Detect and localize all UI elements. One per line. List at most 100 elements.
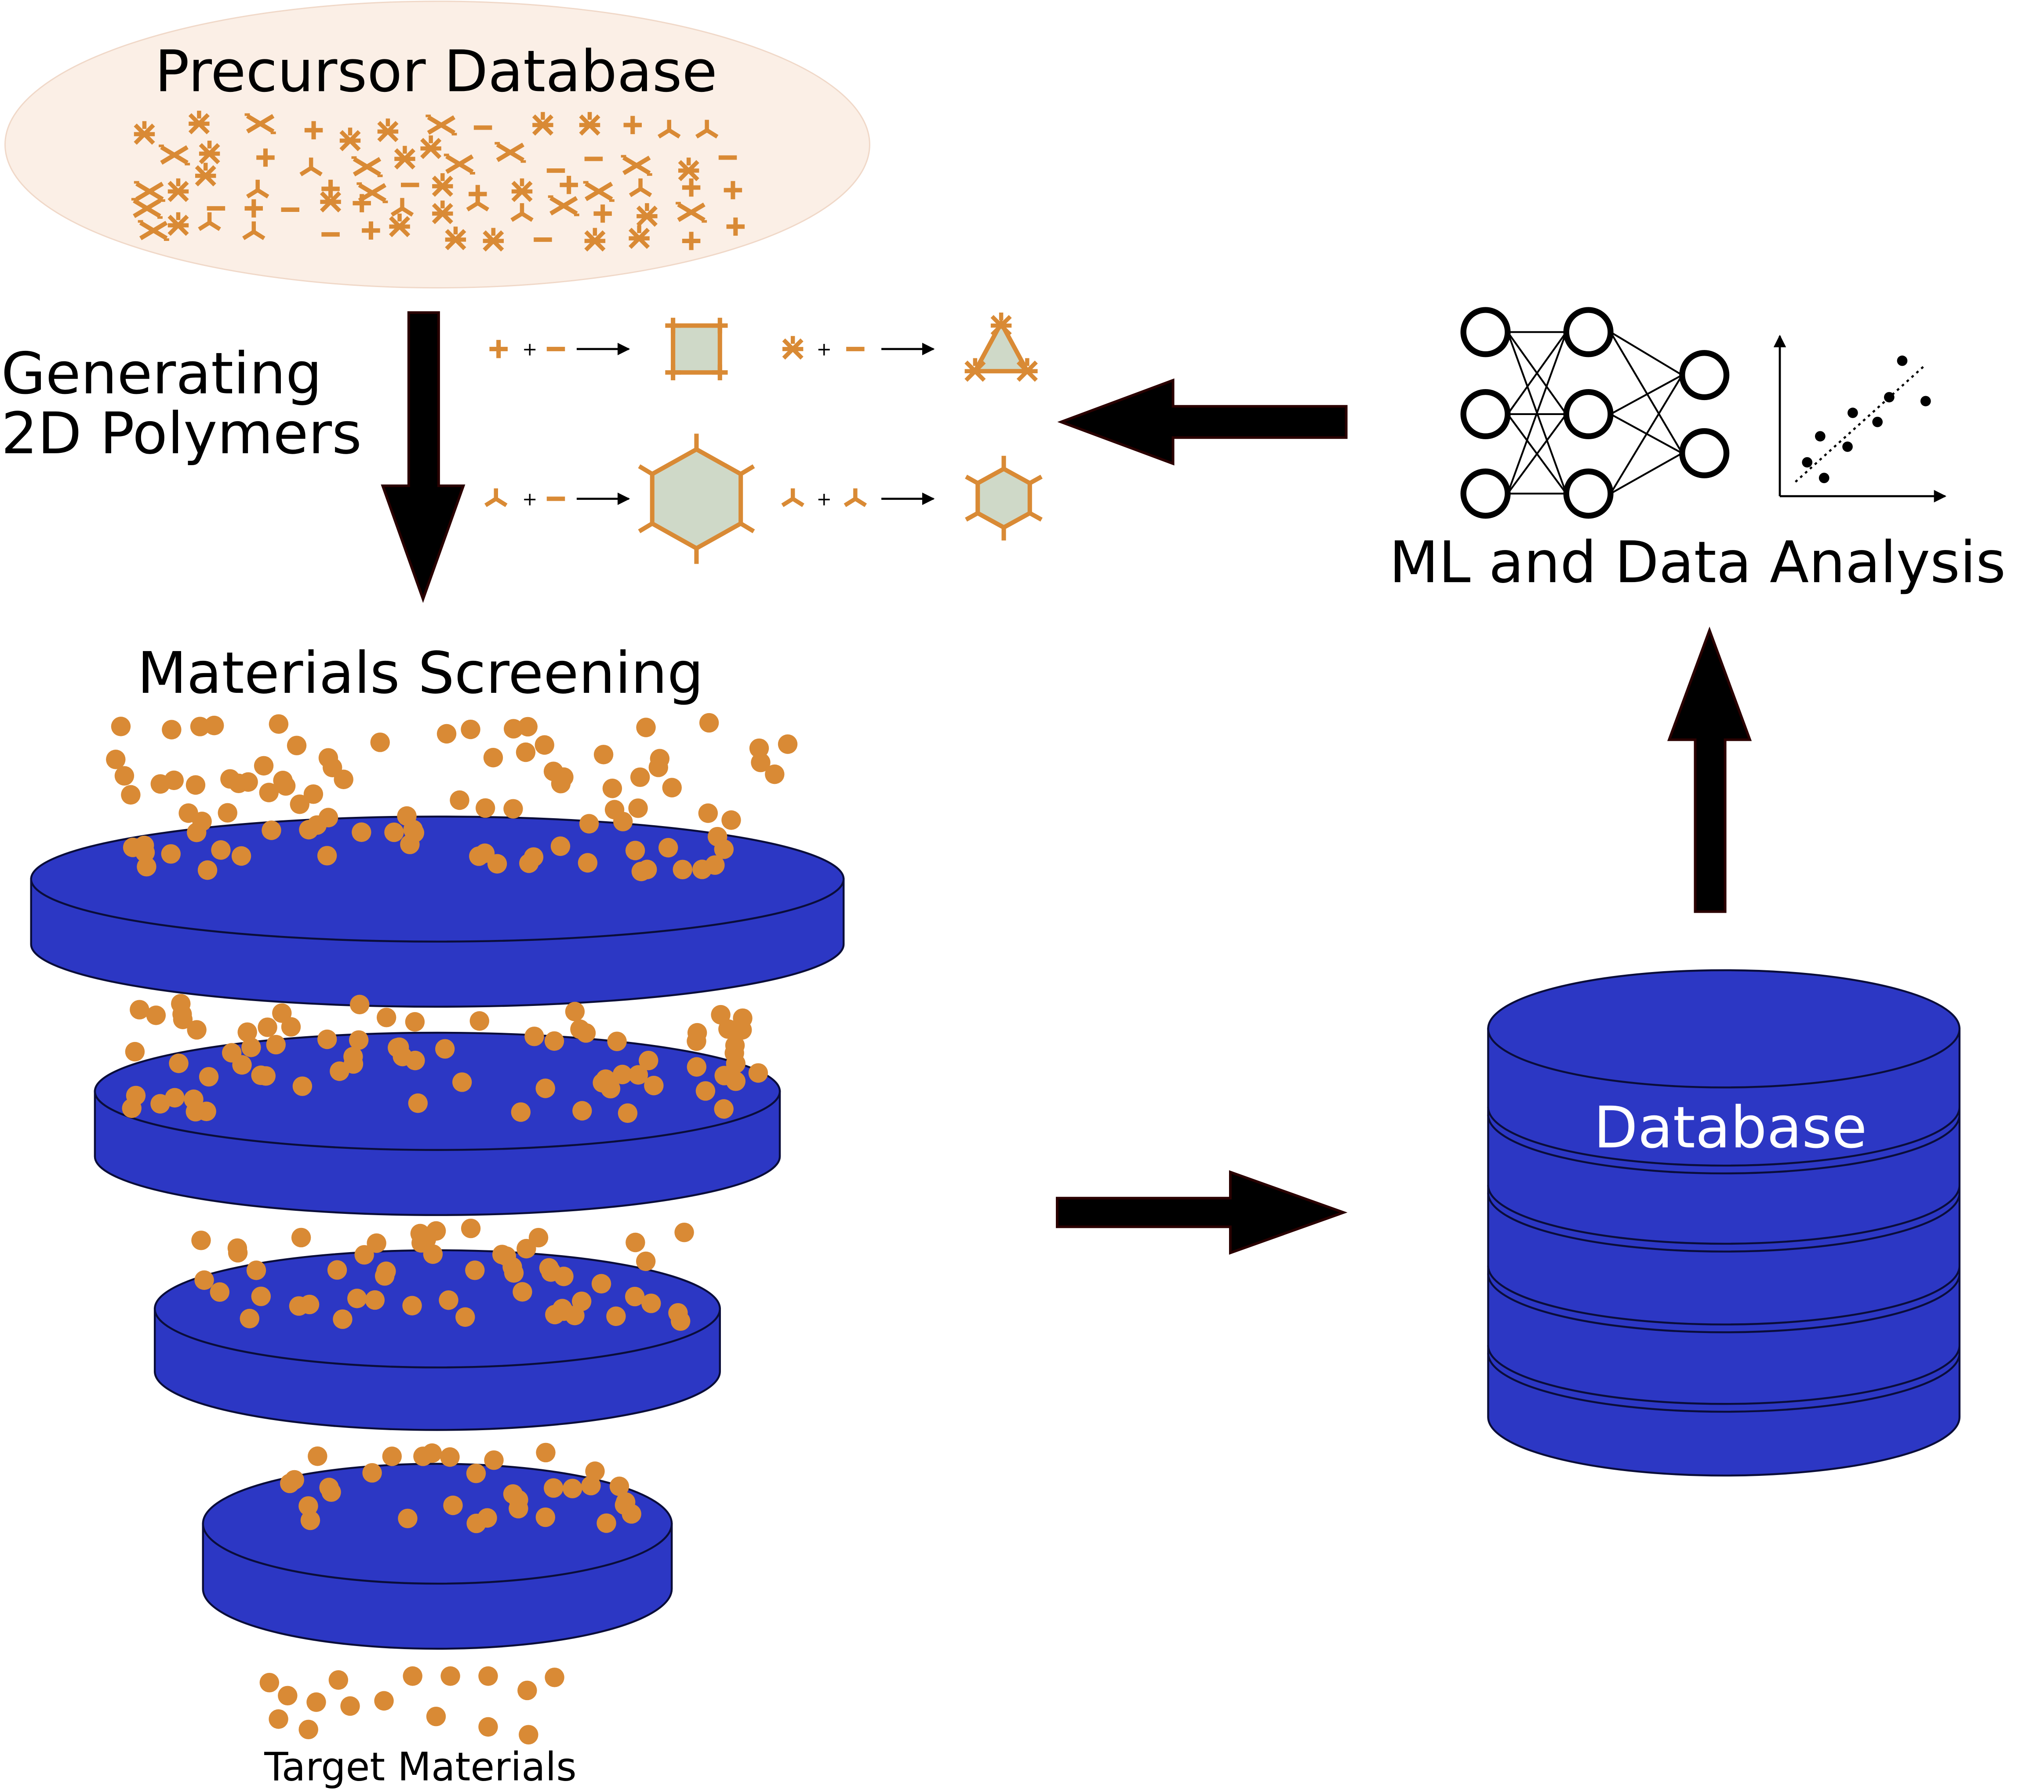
material-particle bbox=[259, 1672, 280, 1693]
material-particle bbox=[572, 1101, 592, 1121]
scatter-point bbox=[1815, 431, 1826, 442]
material-particle bbox=[298, 1719, 318, 1740]
screening-disk bbox=[153, 1249, 721, 1431]
material-particle bbox=[398, 1508, 418, 1529]
material-particle bbox=[535, 735, 554, 755]
material-particle bbox=[251, 1286, 271, 1306]
material-particle bbox=[161, 844, 181, 864]
material-particle bbox=[400, 834, 420, 854]
material-particle bbox=[519, 853, 539, 873]
material-particle bbox=[254, 756, 274, 776]
material-particle bbox=[565, 1002, 585, 1022]
material-particle bbox=[273, 771, 293, 790]
material-particle bbox=[365, 1290, 385, 1310]
scatter-plot-icon bbox=[1773, 335, 1947, 503]
material-particle bbox=[630, 767, 650, 787]
material-particle bbox=[287, 736, 307, 755]
material-particle bbox=[461, 1218, 481, 1238]
triangle-pore-icon bbox=[965, 313, 1038, 380]
material-particle bbox=[536, 1442, 556, 1463]
material-particle bbox=[317, 846, 337, 866]
material-particle bbox=[618, 1103, 638, 1123]
material-particle bbox=[187, 1020, 207, 1040]
material-particle bbox=[524, 1027, 544, 1046]
material-particle bbox=[751, 752, 771, 772]
material-particle bbox=[435, 1039, 455, 1059]
material-particle bbox=[240, 1308, 260, 1329]
material-particle bbox=[349, 994, 370, 1015]
reaction-plus-sign: + bbox=[522, 339, 538, 360]
material-particle bbox=[411, 1233, 431, 1253]
material-particle bbox=[469, 1011, 489, 1031]
nn-edge bbox=[1507, 413, 1567, 494]
material-particle bbox=[484, 1450, 504, 1470]
material-particle bbox=[126, 1085, 146, 1106]
material-particle bbox=[517, 1680, 537, 1701]
material-particle bbox=[648, 758, 669, 777]
material-particle bbox=[317, 1029, 337, 1049]
material-particle bbox=[125, 1042, 145, 1062]
material-particle bbox=[749, 738, 769, 758]
material-particle bbox=[641, 1293, 661, 1313]
material-particle bbox=[714, 1099, 734, 1119]
material-particle bbox=[210, 1282, 230, 1302]
material-particle bbox=[306, 1692, 326, 1712]
material-particle bbox=[596, 1069, 616, 1089]
material-particle bbox=[241, 1038, 261, 1057]
material-particle bbox=[440, 1666, 460, 1686]
material-particle bbox=[465, 1260, 485, 1280]
scatter-point bbox=[1802, 457, 1813, 468]
material-particle bbox=[292, 1076, 313, 1096]
material-particle bbox=[121, 785, 141, 805]
scatter-point bbox=[1842, 441, 1853, 452]
material-particle bbox=[318, 748, 338, 768]
small-hexagon-pore-icon bbox=[965, 455, 1043, 541]
material-particle bbox=[516, 742, 536, 762]
database-plate-edge bbox=[1487, 1115, 1961, 1175]
material-particle bbox=[347, 1289, 367, 1308]
material-particle bbox=[318, 808, 338, 827]
precursor-database-group: Precursor Database bbox=[4, 0, 870, 289]
material-particle bbox=[711, 1005, 731, 1025]
material-particle bbox=[714, 839, 734, 859]
material-particle bbox=[272, 1003, 292, 1023]
nn-node bbox=[1563, 389, 1614, 440]
material-particle bbox=[327, 1260, 347, 1280]
material-particle bbox=[246, 1260, 266, 1280]
nn-node bbox=[1563, 468, 1614, 519]
material-particle bbox=[291, 1227, 311, 1248]
large-hexagon-pore-icon bbox=[638, 433, 755, 564]
material-particle bbox=[262, 820, 281, 840]
material-particle bbox=[238, 772, 258, 792]
material-particle bbox=[403, 1666, 422, 1686]
database-plate-edge bbox=[1487, 1353, 1961, 1413]
material-particle bbox=[290, 794, 309, 814]
material-particle bbox=[367, 1233, 386, 1253]
material-particle bbox=[554, 1301, 574, 1321]
material-particle bbox=[612, 1064, 633, 1085]
material-particle bbox=[503, 799, 523, 819]
nn-node bbox=[1563, 307, 1614, 357]
material-particle bbox=[439, 1290, 458, 1310]
material-particle bbox=[625, 841, 645, 860]
material-particle bbox=[674, 1222, 694, 1242]
material-particle bbox=[298, 1496, 318, 1516]
material-particle bbox=[539, 1258, 559, 1278]
material-particle bbox=[184, 1089, 204, 1109]
screening-funnel-icon bbox=[30, 713, 845, 1745]
material-particle bbox=[591, 1274, 611, 1294]
material-particle bbox=[579, 814, 599, 834]
material-particle bbox=[300, 1510, 320, 1530]
left-arrow bbox=[1057, 378, 1348, 466]
material-particle bbox=[721, 810, 741, 830]
material-particle bbox=[496, 1246, 516, 1266]
material-particle bbox=[475, 843, 495, 863]
material-particle bbox=[278, 1686, 298, 1706]
material-particle bbox=[330, 1061, 349, 1081]
material-particle bbox=[150, 774, 171, 794]
material-particle bbox=[333, 1309, 353, 1329]
material-particle bbox=[535, 1507, 556, 1527]
material-particle bbox=[269, 714, 289, 734]
material-particle bbox=[636, 1251, 656, 1271]
